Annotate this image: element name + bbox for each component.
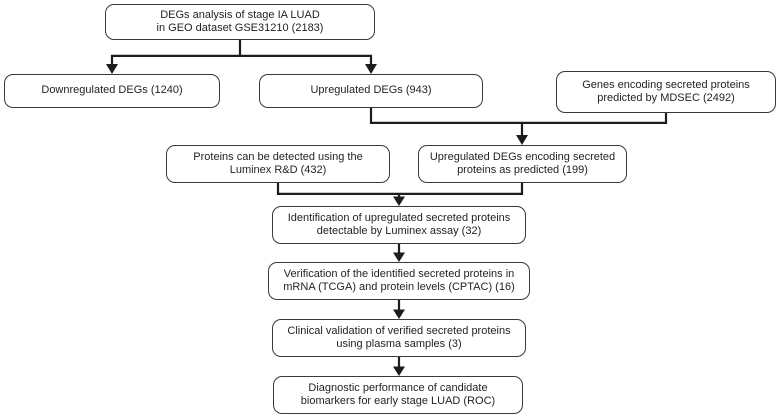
box-downregulated-degs: Downregulated DEGs (1240) (4, 74, 220, 108)
arrowhead-to-downregulated (106, 64, 118, 74)
box-luminex-detectable: Proteins can be detected using the Lumin… (166, 145, 390, 183)
box-text-line: Verification of the identified secreted … (283, 267, 515, 280)
box-text-line: in GEO dataset GSE31210 (2183) (156, 22, 324, 34)
box-verification: Verification of the identified secreted … (268, 262, 530, 300)
box-predicted-secreted: Upregulated DEGs encoding secreted prote… (418, 145, 627, 183)
arrowhead-to-diagnostic (393, 366, 405, 376)
box-text-line: Proteins can be detected using the (193, 150, 363, 163)
box-identification: Identification of upregulated secreted p… (272, 206, 526, 244)
box-text-line: Upregulated DEGs (943) (310, 84, 432, 97)
arrowhead-to-clinical (393, 309, 405, 319)
box-text-line: Downregulated DEGs (1240) (41, 84, 183, 97)
box-text-line: Clinical validation of verified secreted… (287, 324, 511, 337)
box-text-line: mRNA (TCGA) and protein levels (CPTAC) (… (283, 281, 515, 293)
connector-upregulated-mdsec-merge (369, 108, 668, 124)
box-clinical-validation: Clinical validation of verified secreted… (272, 319, 526, 357)
connector-luminex-predicted-merge (276, 183, 524, 195)
arrowhead-to-identification (393, 196, 405, 206)
box-text-line: biomarkers for early stage LUAD (ROC) (300, 395, 496, 407)
box-text-line: predicted by MDSEC (2492) (597, 92, 735, 104)
box-diagnostic-performance: Diagnostic performance of candidate biom… (273, 376, 523, 414)
box-degs-analysis: DEGs analysis of stage IA LUAD in GEO da… (105, 4, 375, 40)
connector-top-split (110, 54, 373, 65)
box-text-line: detectable by Luminex assay (32) (316, 225, 482, 237)
arrowhead-to-predicted-secreted (516, 135, 528, 145)
box-text-line: Identification of upregulated secreted p… (287, 211, 511, 224)
box-text-line: DEGs analysis of stage IA LUAD (160, 8, 320, 21)
box-text-line: Upregulated DEGs encoding secreted (429, 150, 616, 163)
box-text-line: using plasma samples (3) (336, 338, 462, 350)
arrowhead-to-verification (393, 252, 405, 262)
box-text-line: Luminex R&D (432) (229, 164, 327, 176)
box-text-line: Diagnostic performance of candidate (308, 381, 488, 394)
box-mdsec-genes: Genes encoding secreted proteins predict… (556, 71, 776, 113)
arrowhead-to-upregulated (365, 64, 377, 74)
box-upregulated-degs: Upregulated DEGs (943) (259, 74, 483, 108)
box-text-line: Genes encoding secreted proteins (582, 78, 750, 91)
box-text-line: proteins as predicted (199) (457, 164, 588, 176)
